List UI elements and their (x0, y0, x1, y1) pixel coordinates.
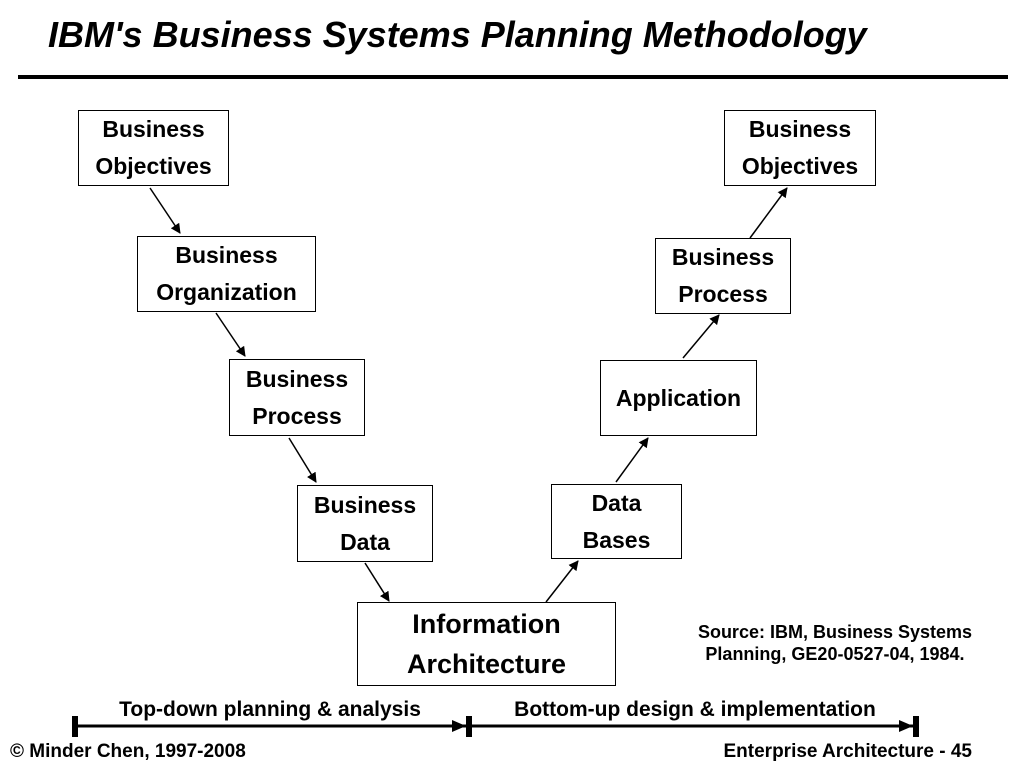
box-line: Business (671, 244, 775, 270)
timeline-mid-arrowhead (452, 720, 466, 732)
box-line: Data (591, 489, 642, 516)
box-business-objectives-right: Business Objectives (724, 110, 876, 186)
box-line: Objectives (741, 153, 859, 179)
arrow-process-to-data (288, 437, 317, 483)
source-line: Planning, GE20-0527-04, 1984. (705, 644, 965, 664)
arrow-databases-to-application (615, 437, 649, 483)
arrow-process-to-objectives (749, 187, 788, 239)
slide-title: IBM's Business Systems Planning Methodol… (48, 14, 867, 55)
box-data-bases: Data Bases (551, 484, 682, 559)
timeline-start-tick (72, 716, 78, 737)
box-line: Business (245, 365, 349, 392)
box-line: Information (412, 609, 561, 639)
footer-page-label: Enterprise Architecture - 45 (723, 741, 973, 762)
box-line: Architecture (406, 649, 567, 679)
box-line: Organization (156, 279, 297, 305)
box-line: Objectives (95, 153, 212, 179)
title-underline (18, 75, 1008, 79)
box-line: Bases (582, 526, 651, 553)
box-line: Business (175, 242, 278, 268)
timeline-mid-tick (466, 716, 472, 737)
box-business-process-right: Business Process (655, 238, 791, 314)
arrow-information-to-databases (545, 560, 579, 603)
timeline (72, 716, 919, 737)
box-line: Business (313, 491, 417, 518)
box-business-data: Business Data (297, 485, 433, 562)
box-application: Application (600, 360, 757, 436)
arrow-organization-to-process (215, 312, 246, 357)
timeline-end-tick (913, 716, 919, 737)
box-line: Data (340, 528, 390, 555)
box-business-objectives-left: Business Objectives (78, 110, 229, 186)
arrow-application-to-process (682, 314, 720, 359)
box-line: Process (678, 281, 768, 307)
box-line: Business (102, 116, 205, 142)
box-line: Business (748, 116, 852, 142)
source-citation: Source: IBM, Business Systems Planning, … (670, 621, 1000, 665)
box-information-architecture: Information Architecture (357, 602, 616, 686)
box-business-organization: Business Organization (137, 236, 316, 312)
timeline-label-bottom-up: Bottom-up design & implementation (514, 698, 876, 721)
arrow-objectives-to-organization (149, 187, 181, 234)
arrow-data-to-information (364, 562, 390, 602)
timeline-end-arrowhead (899, 720, 913, 732)
box-line: Application (615, 384, 742, 411)
box-business-process-left: Business Process (229, 359, 365, 436)
footer-copyright: © Minder Chen, 1997-2008 (10, 741, 246, 762)
timeline-label-top-down: Top-down planning & analysis (119, 698, 421, 721)
source-line: Source: IBM, Business Systems (697, 622, 973, 642)
box-line: Process (252, 402, 342, 429)
